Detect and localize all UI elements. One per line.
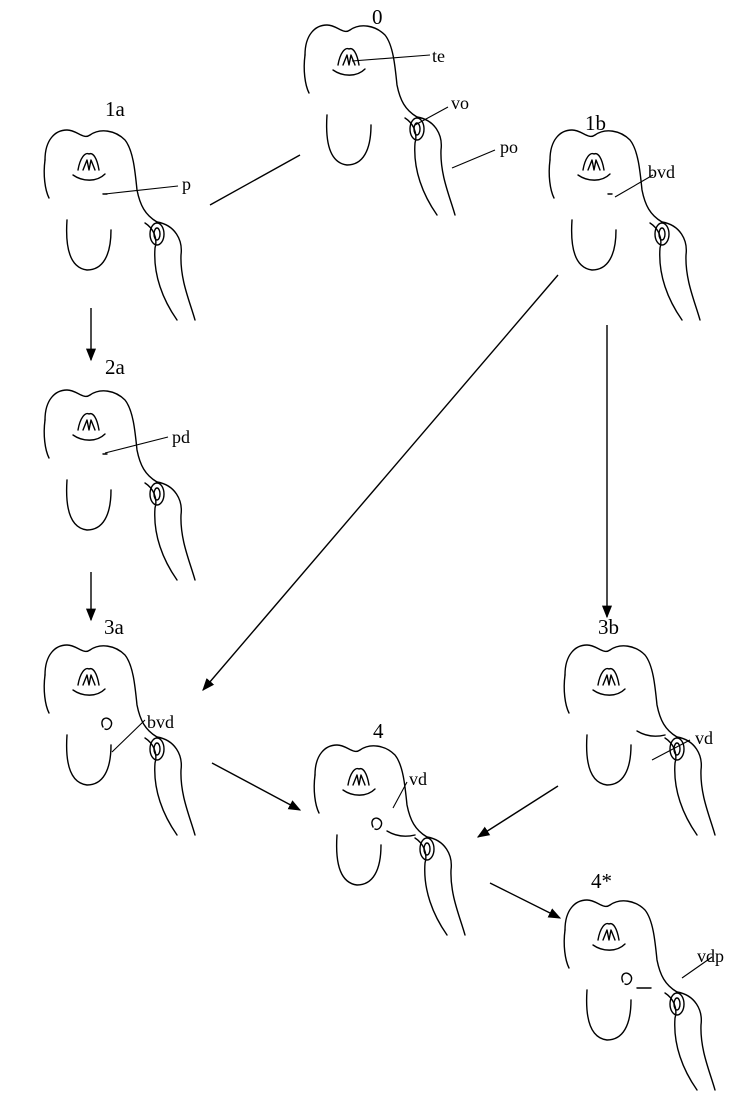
head-left-edge-icon xyxy=(304,55,309,93)
head-left-edge-icon xyxy=(44,420,49,458)
part-label-pd: pd xyxy=(172,427,190,447)
stage-label-0: 0 xyxy=(372,5,383,29)
part-label-p: p xyxy=(182,174,191,194)
eye-arc-icon xyxy=(73,689,105,695)
stage-label-4star: 4* xyxy=(591,869,612,893)
eye-structure-icon xyxy=(583,154,604,170)
ventral-tube-inner-icon xyxy=(662,222,700,320)
lower-u-icon xyxy=(572,220,616,270)
eye-structure-icon xyxy=(598,669,619,685)
stage-figure-1a xyxy=(44,130,195,320)
part-leader-lines xyxy=(105,55,712,978)
ventral-oval-icon xyxy=(670,993,684,1015)
stage-label-1b: 1b xyxy=(585,111,606,135)
stage-figure-3a xyxy=(44,645,195,835)
ventral-tube-inner-icon xyxy=(677,737,715,835)
ventral-oval-icon xyxy=(150,483,164,505)
part-label-bvd-3a: bvd xyxy=(147,712,174,732)
eye-structure-icon xyxy=(78,154,99,170)
lower-u-icon xyxy=(327,115,371,165)
bridge-duct-icon xyxy=(637,731,665,736)
ventral-tube-inner-icon xyxy=(427,837,465,935)
head-outline-icon xyxy=(45,390,157,482)
ventral-tube-inner-icon xyxy=(417,117,455,215)
leader-vo xyxy=(415,107,448,125)
stage-label-3a: 3a xyxy=(104,615,125,639)
eye-arc-icon xyxy=(343,789,375,795)
lower-u-icon xyxy=(67,735,111,785)
leader-po xyxy=(452,150,495,168)
lower-u-icon xyxy=(587,990,631,1040)
eye-arc-icon xyxy=(333,69,365,75)
part-label-te: te xyxy=(432,46,445,66)
lower-u-icon xyxy=(587,735,631,785)
stage-figure-3b xyxy=(564,645,715,835)
head-left-edge-icon xyxy=(314,775,319,813)
leader-te xyxy=(352,55,430,61)
head-left-edge-icon xyxy=(549,160,554,198)
stage-figure-1b xyxy=(549,130,700,320)
stage-figure-4 xyxy=(314,745,465,935)
hook-structure-icon xyxy=(372,818,382,829)
eye-structure-icon xyxy=(598,924,619,940)
lower-u-icon xyxy=(67,480,111,530)
part-label-bvd-1b: bvd xyxy=(648,162,675,182)
leader-bvd-3a xyxy=(112,720,145,752)
ventral-tube-inner-icon xyxy=(157,482,195,580)
connection-4-to-4star xyxy=(490,883,560,918)
eye-arc-icon xyxy=(578,174,610,180)
stage-label-1a: 1a xyxy=(105,97,126,121)
leader-vd-4 xyxy=(393,782,407,808)
eye-arc-icon xyxy=(73,434,105,440)
eye-structure-icon xyxy=(338,49,359,65)
lower-u-icon xyxy=(67,220,111,270)
connection-0-to-1a xyxy=(210,155,300,205)
part-label-vdp: vdp xyxy=(697,946,724,966)
ventral-oval-icon xyxy=(655,223,669,245)
eye-arc-icon xyxy=(73,174,105,180)
head-outline-icon xyxy=(565,900,677,992)
head-outline-icon xyxy=(45,645,157,737)
head-left-edge-icon xyxy=(564,675,569,713)
stage-figures xyxy=(44,25,715,1090)
connection-3b-to-4 xyxy=(478,786,558,837)
eye-structure-icon xyxy=(78,414,99,430)
part-label-po: po xyxy=(500,137,518,157)
ventral-oval-icon xyxy=(420,838,434,860)
leader-p xyxy=(105,186,178,194)
ventral-tube-inner-icon xyxy=(677,992,715,1090)
ventral-tube-inner-icon xyxy=(157,737,195,835)
ventral-oval-icon xyxy=(150,738,164,760)
head-outline-icon xyxy=(45,130,157,222)
eye-arc-icon xyxy=(593,944,625,950)
head-left-edge-icon xyxy=(44,160,49,198)
eye-arc-icon xyxy=(593,689,625,695)
stage-figure-2a xyxy=(44,390,195,580)
connections xyxy=(91,155,607,918)
bridge-duct-icon xyxy=(387,831,415,836)
ventral-tube-inner-icon xyxy=(157,222,195,320)
stage-label-2a: 2a xyxy=(105,355,126,379)
hook-structure-icon xyxy=(102,718,112,729)
head-outline-icon xyxy=(305,25,417,117)
head-outline-icon xyxy=(550,130,662,222)
head-outline-icon xyxy=(315,745,427,837)
eye-structure-icon xyxy=(78,669,99,685)
stage-figure-4star xyxy=(564,900,715,1090)
part-label-vo: vo xyxy=(451,93,469,113)
part-label-vd-3b: vd xyxy=(695,728,713,748)
head-outline-icon xyxy=(565,645,677,737)
stage-label-3b: 3b xyxy=(598,615,619,639)
head-left-edge-icon xyxy=(564,930,569,968)
head-left-edge-icon xyxy=(44,675,49,713)
eye-structure-icon xyxy=(348,769,369,785)
stage-label-4: 4 xyxy=(373,719,384,743)
hook-structure-icon xyxy=(622,973,632,984)
part-label-vd-4: vd xyxy=(409,769,427,789)
connection-3a-to-4 xyxy=(212,763,300,810)
lower-u-icon xyxy=(337,835,381,885)
ventral-oval-icon xyxy=(150,223,164,245)
connection-1b-to-3a xyxy=(203,275,558,690)
